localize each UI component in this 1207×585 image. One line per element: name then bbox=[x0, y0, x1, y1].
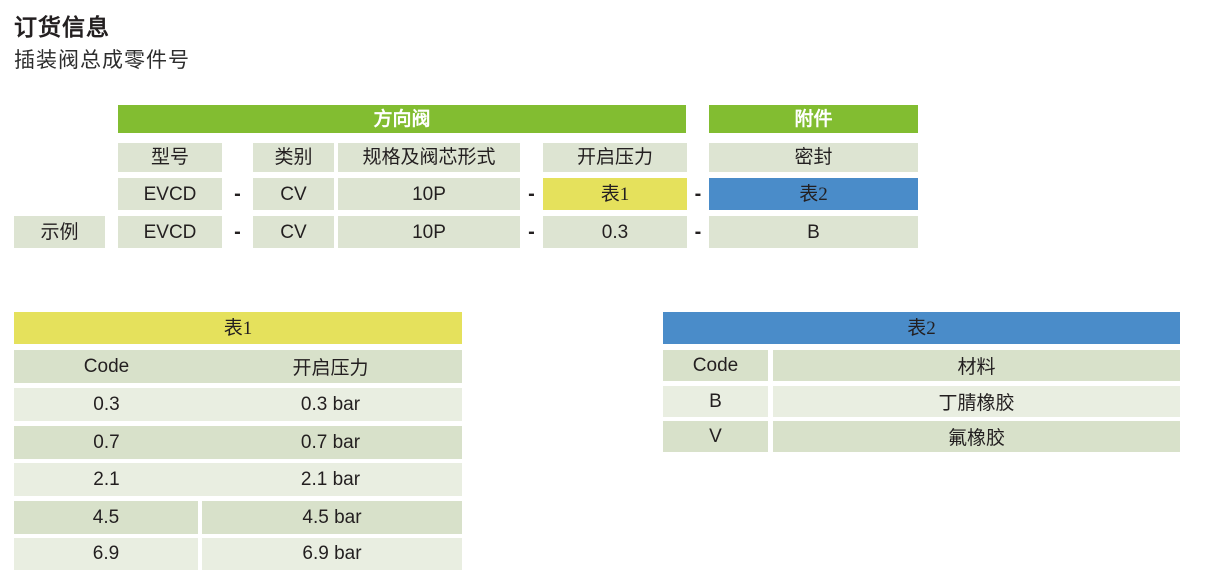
page-subtitle: 插装阀总成零件号 bbox=[14, 48, 190, 72]
column-header-pressure: 开启压力 bbox=[543, 143, 687, 172]
table1-cell-value: 4.5 bar bbox=[202, 501, 462, 534]
table1-cell-code: 6.9 bbox=[14, 538, 198, 570]
dash-separator: - bbox=[528, 182, 535, 205]
dash-separator: - bbox=[528, 220, 535, 243]
table2-cell-code: V bbox=[663, 421, 768, 452]
table1-cell-value: 6.9 bar bbox=[202, 538, 462, 570]
dash-separator: - bbox=[694, 182, 702, 205]
dash-separator: - bbox=[694, 220, 702, 243]
table1-header-code: Code bbox=[83, 355, 130, 377]
column-header-model: 型号 bbox=[118, 143, 222, 172]
example-cell-spec: 10P bbox=[338, 216, 520, 248]
table1-cell-value: 0.7 bar bbox=[300, 431, 361, 453]
code-cell-model: EVCD bbox=[118, 178, 222, 210]
page-title: 订货信息 bbox=[14, 14, 110, 40]
dash-separator: - bbox=[234, 182, 241, 205]
example-cell-seal: B bbox=[709, 216, 918, 248]
code-cell-category: CV bbox=[253, 178, 334, 210]
table1-cell-value: 2.1 bar bbox=[300, 468, 361, 490]
example-cell-model: EVCD bbox=[118, 216, 222, 248]
group-header-accessories: 附件 bbox=[709, 105, 918, 133]
table1-header-row: Code 开启压力 bbox=[14, 350, 462, 383]
example-cell-pressure: 0.3 bbox=[543, 216, 687, 248]
table1-row: 6.9 6.9 bar bbox=[14, 538, 462, 570]
group-header-directional-valve: 方向阀 bbox=[118, 105, 686, 133]
table2-row: B 丁腈橡胶 bbox=[663, 386, 1180, 417]
example-cell-category: CV bbox=[253, 216, 334, 248]
table2-cell-value: 丁腈橡胶 bbox=[773, 386, 1180, 417]
table2-cell-value: 氟橡胶 bbox=[773, 421, 1180, 452]
table1-cell-value: 0.3 bar bbox=[300, 393, 361, 415]
table2-title: 表2 bbox=[663, 312, 1180, 344]
column-header-category: 类别 bbox=[253, 143, 334, 172]
table2-row: V 氟橡胶 bbox=[663, 421, 1180, 452]
table1-row: 2.1 2.1 bar bbox=[14, 463, 462, 496]
code-cell-pressure-table-ref: 表1 bbox=[543, 178, 687, 210]
column-header-seal: 密封 bbox=[709, 143, 918, 172]
table1-row: 0.3 0.3 bar bbox=[14, 388, 462, 421]
code-cell-spec: 10P bbox=[338, 178, 520, 210]
table1-row: 4.5 4.5 bar bbox=[14, 501, 462, 534]
example-row-label: 示例 bbox=[14, 216, 105, 248]
code-cell-seal-table-ref: 表2 bbox=[709, 178, 918, 210]
table2-header-code: Code bbox=[663, 350, 768, 381]
table1-cell-code: 0.3 bbox=[93, 393, 120, 415]
column-header-spec: 规格及阀芯形式 bbox=[338, 143, 520, 172]
table2-header-row: Code 材料 bbox=[663, 350, 1180, 381]
table1-title: 表1 bbox=[14, 312, 462, 344]
table1-header-value: 开启压力 bbox=[292, 358, 369, 379]
table1-row: 0.7 0.7 bar bbox=[14, 426, 462, 459]
table1-cell-code: 0.7 bbox=[93, 431, 120, 453]
table1-cell-code: 4.5 bbox=[14, 501, 198, 534]
dash-separator: - bbox=[234, 220, 241, 243]
table2-header-value: 材料 bbox=[773, 350, 1180, 381]
table1-cell-code: 2.1 bbox=[93, 468, 120, 490]
table2-cell-code: B bbox=[663, 386, 768, 417]
